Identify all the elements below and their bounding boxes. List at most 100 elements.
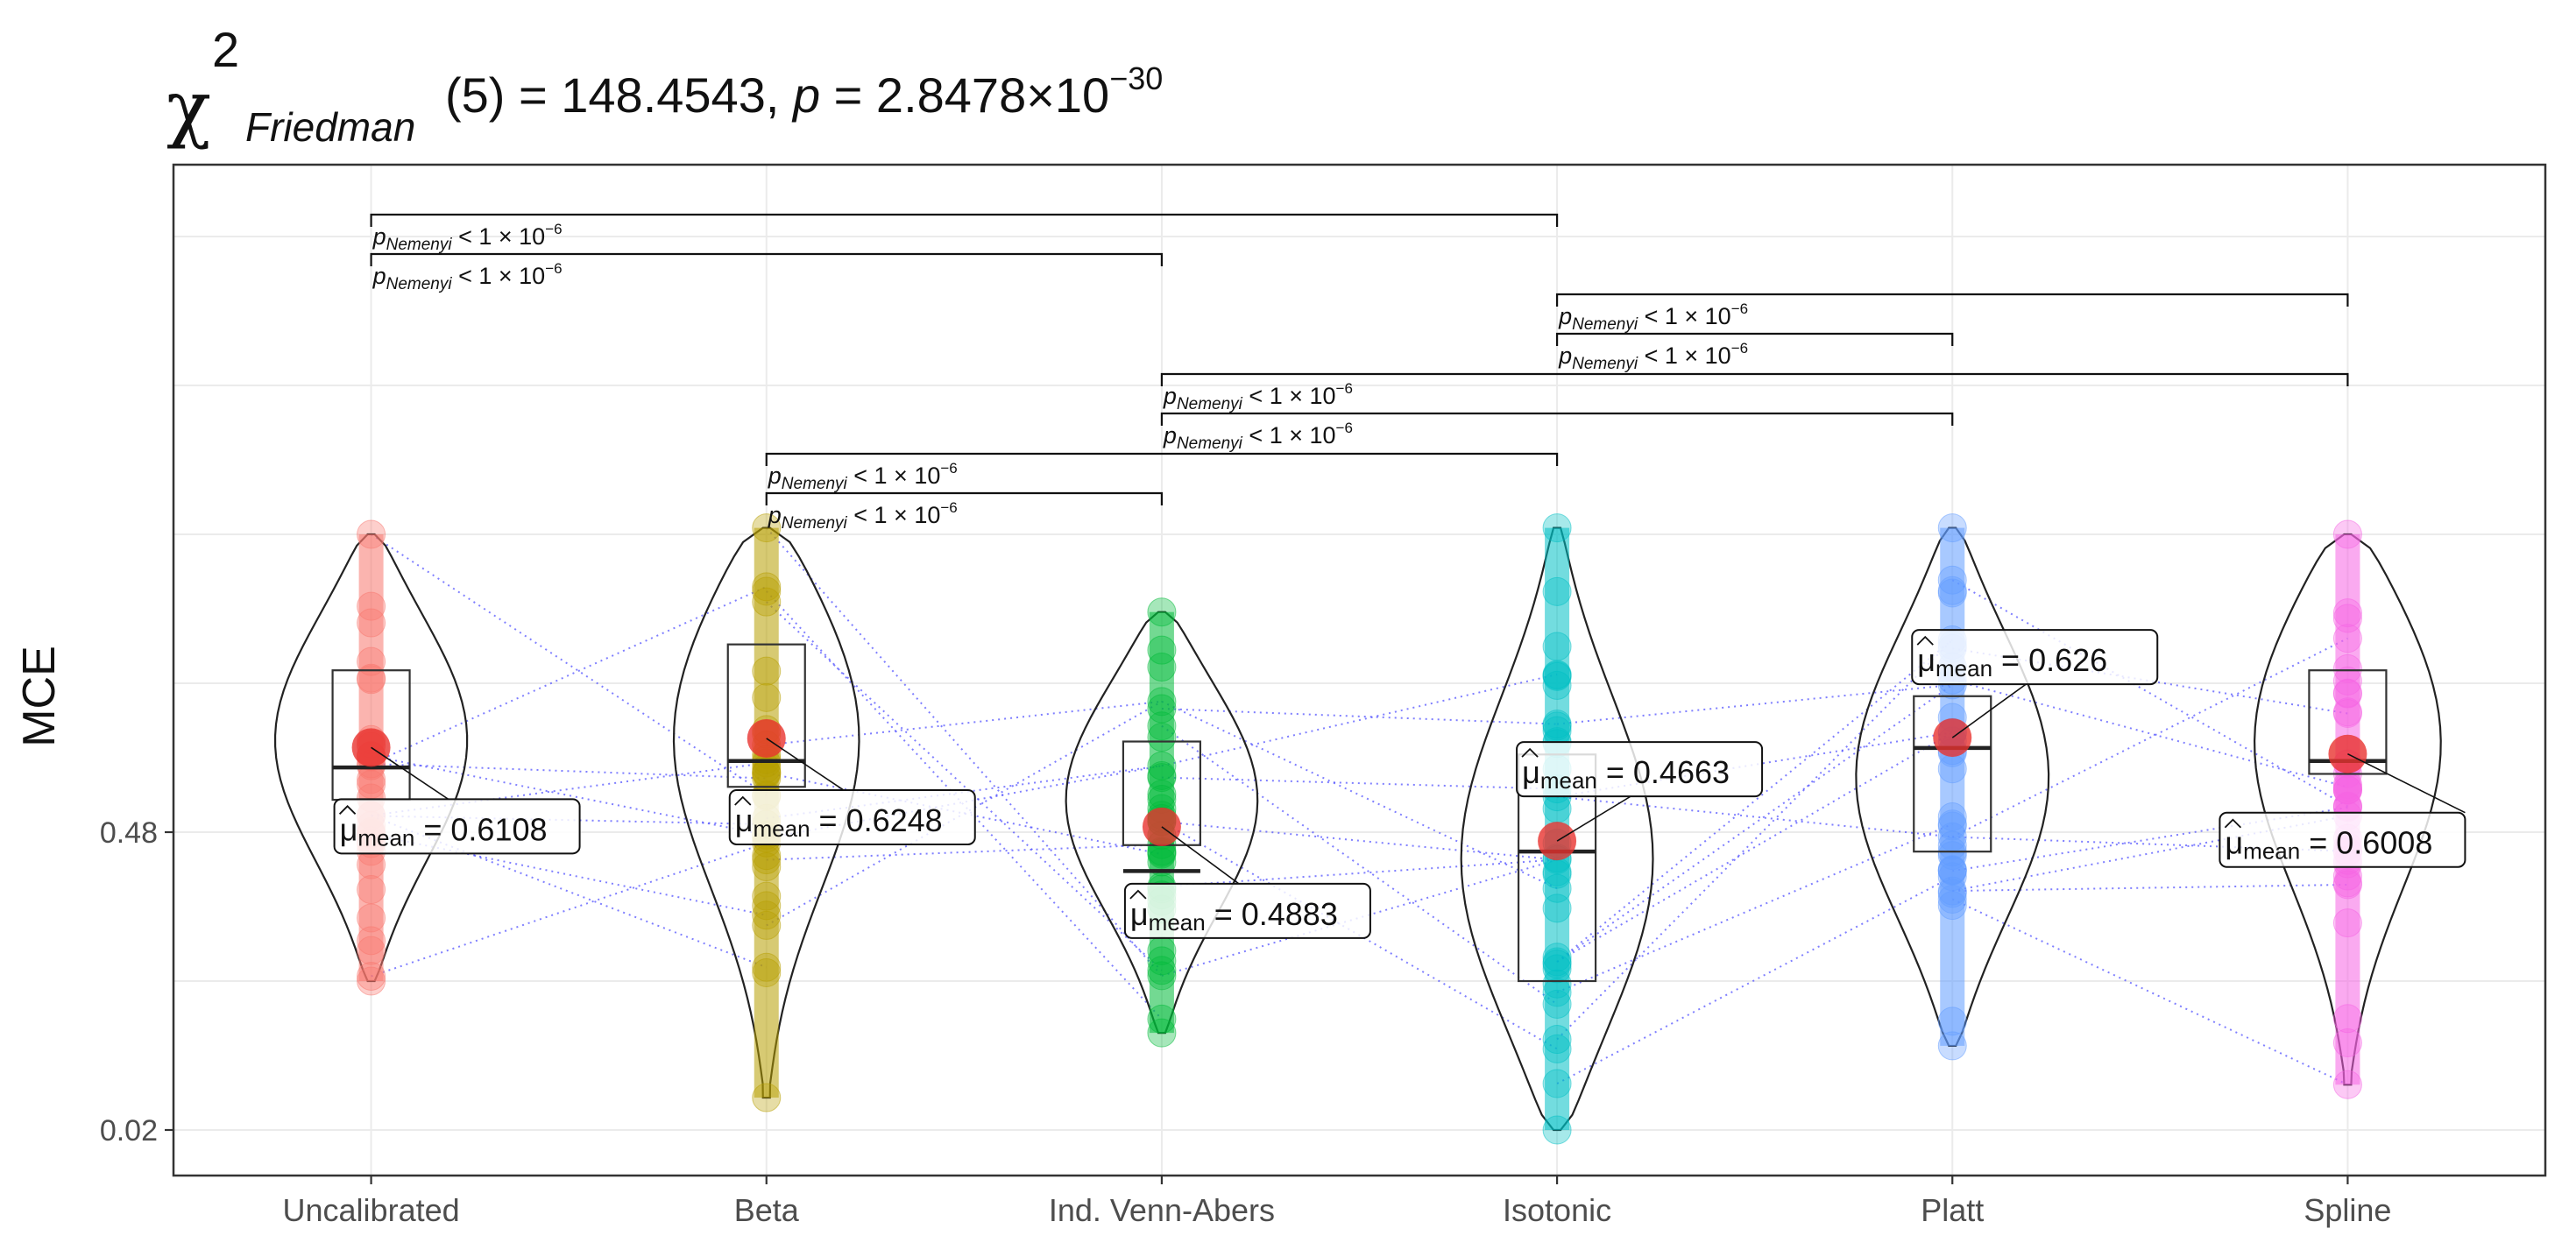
comparison-label: pNemenyi < 1 × 10−6 [1163, 380, 1353, 413]
comparison-p: p [372, 223, 386, 250]
comparison-sub: Nemenyi [782, 475, 848, 493]
paired-line [766, 590, 1163, 1020]
comparison-threshold: < 1 × 10 [1242, 422, 1336, 448]
title-p-symbol: p [792, 67, 821, 123]
comparison-sub: Nemenyi [386, 275, 453, 293]
comparison-sub: Nemenyi [782, 514, 848, 533]
mean-label-text: μmean = 0.6008 [2225, 825, 2432, 865]
comparison-threshold: < 1 × 10 [1638, 303, 1731, 329]
paired-line [1556, 639, 1953, 1041]
mean-label-0: μmean = 0.6108 [333, 746, 581, 855]
comparison-0: pNemenyi < 1 × 10−6 [370, 213, 1559, 254]
comparison-p: p [1163, 383, 1177, 409]
paired-line [1951, 898, 2348, 1086]
paired-line [1556, 731, 1953, 963]
comparison-label: pNemenyi < 1 × 10−6 [1163, 420, 1353, 453]
comparison-exp: −6 [545, 260, 562, 277]
comparison-label: pNemenyi < 1 × 10−6 [768, 499, 958, 533]
comparison-2: pNemenyi < 1 × 10−6 [1555, 293, 2349, 334]
comparison-threshold: < 1 × 10 [847, 463, 941, 489]
box-4 [1913, 695, 1992, 853]
mean-label-leader [2347, 752, 2466, 814]
violins-layer [273, 526, 2442, 1132]
mean-label-hat [1916, 635, 1934, 646]
paired-line [371, 842, 768, 978]
y-tick-label: 0.48 [100, 816, 158, 850]
mean-label-text: μmean = 0.6108 [340, 811, 548, 851]
comparison-p: p [768, 502, 782, 528]
comparison-exp: −6 [1336, 420, 1353, 436]
paired-line [371, 761, 767, 816]
mean-label-sub: mean [1149, 909, 1206, 936]
x-tick-label: Beta [734, 1192, 800, 1228]
paired-line [1161, 820, 1558, 861]
comparison-sub: Nemenyi [1572, 315, 1638, 334]
comparison-exp: −6 [940, 499, 957, 516]
mean-label-box [1516, 741, 1764, 798]
comparison-p: p [1558, 303, 1572, 329]
mean-label-hat [338, 805, 357, 815]
mean-label-mu: μ [1130, 896, 1149, 932]
mean-label-box [728, 788, 976, 845]
paired-line [371, 763, 767, 780]
paired-line [1161, 700, 1558, 890]
paired-line [766, 601, 1163, 971]
comparison-bracket [765, 452, 1559, 466]
mean-label-hat [734, 795, 752, 806]
comparison-bracket [1555, 293, 2349, 307]
mean-label-hat [2224, 818, 2242, 829]
mean-label-hat [1521, 747, 1539, 758]
comparison-label: pNemenyi < 1 × 10−6 [372, 260, 563, 293]
comparison-threshold: < 1 × 10 [847, 502, 941, 528]
paired-line [766, 526, 1163, 977]
mean-label-value: = 0.626 [1992, 642, 2107, 678]
mean-label-leader [1556, 795, 1631, 842]
title-main-pre: (5) = 148.4543, [445, 67, 793, 123]
comparison-p: p [1163, 422, 1177, 448]
comparison-threshold: < 1 × 10 [1242, 383, 1336, 409]
paired-line [1161, 858, 1558, 977]
title-chi-power: 2 [212, 22, 240, 77]
comparison-p: p [1558, 343, 1572, 369]
comparison-7: pNemenyi < 1 × 10−6 [765, 491, 1164, 533]
mean-label-box [333, 798, 581, 855]
comparison-label: pNemenyi < 1 × 10−6 [768, 460, 958, 493]
x-tick-label: Spline [2304, 1192, 2391, 1228]
comparison-exp: −6 [1336, 380, 1353, 397]
paired-line [1161, 673, 1558, 767]
paired-line [1556, 795, 1953, 838]
mean-label-mu: μ [340, 811, 358, 847]
comparison-1: pNemenyi < 1 × 10−6 [370, 252, 1164, 293]
mean-label-1: μmean = 0.6248 [728, 738, 976, 845]
paired-line [1556, 639, 1953, 963]
mean-label-3: μmean = 0.4663 [1516, 741, 1764, 842]
comparison-4: pNemenyi < 1 × 10−6 [1160, 372, 2349, 413]
comparison-bracket [370, 213, 1559, 227]
mean-label-value: = 0.4663 [1597, 754, 1730, 790]
mean-label-mu: μ [1917, 642, 1936, 678]
mean-label-leader [371, 746, 449, 800]
paired-line [1951, 679, 2348, 788]
mean-label-text: μmean = 0.4883 [1130, 896, 1338, 936]
mean-label-value: = 0.6108 [414, 811, 547, 847]
y-tick-label: 0.02 [100, 1114, 158, 1148]
x-tick-label: Uncalibrated [283, 1192, 460, 1228]
comparison-bracket [1160, 412, 1954, 426]
point-band [1940, 527, 1965, 1046]
mean-label-sub: mean [357, 824, 414, 851]
mean-label-mu: μ [735, 802, 754, 838]
mean-label-5: μmean = 0.6008 [2219, 752, 2466, 868]
comparison-exp: −6 [1731, 340, 1748, 357]
mean-label-box [1123, 882, 1371, 939]
points-layer [357, 513, 2362, 1145]
mean-label-leader [1161, 826, 1240, 885]
title-exponent: −30 [1109, 60, 1164, 96]
comparison-exp: −6 [1731, 300, 1748, 317]
comparison-sub: Nemenyi [1572, 355, 1638, 373]
x-tick-label: Platt [1921, 1192, 1984, 1228]
mean-label-mu: μ [2225, 825, 2243, 861]
paired-line [766, 844, 1162, 861]
comparison-exp: −6 [545, 221, 562, 237]
x-tick-label: Isotonic [1503, 1192, 1611, 1228]
